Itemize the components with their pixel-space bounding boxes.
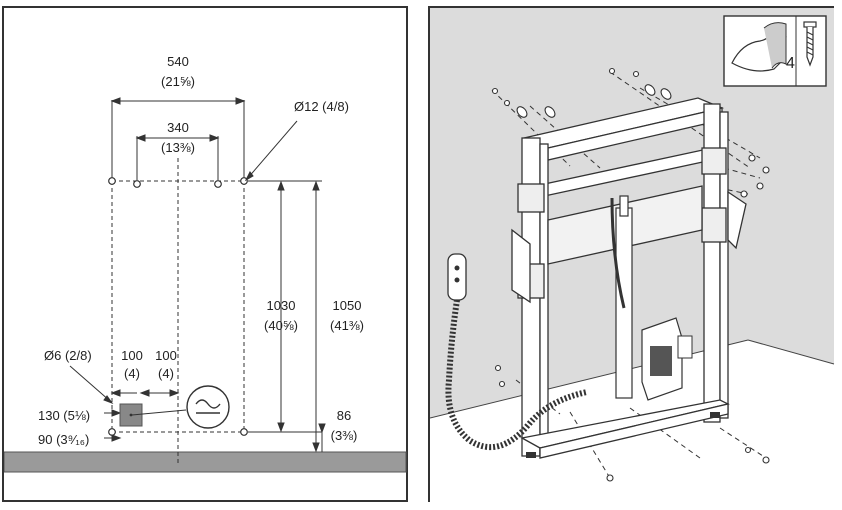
floor (4, 451, 407, 473)
dimension-drawing-panel: 540 (21⅝) 340 (13⅜) Ø12 (4/8) 1030 (40⅝)… (2, 6, 408, 502)
frame-feet (526, 412, 720, 458)
hole-diameter-label: Ø12 (4/8) (294, 99, 349, 114)
dim-86-inches: (3⅜) (331, 428, 358, 443)
dimension-drawing: 540 (21⅝) 340 (13⅜) Ø12 (4/8) 1030 (40⅝)… (4, 54, 407, 473)
dim-1050-inches: (41⅜) (330, 318, 364, 333)
glue-hand-icon (731, 22, 787, 72)
dim-340: 340 (167, 120, 189, 135)
assembly-illustration: 4 (430, 8, 835, 502)
small-hole-label: Ø6 (2/8) (44, 348, 92, 363)
dim-100-a: 100 (121, 348, 143, 363)
control-box (641, 317, 693, 401)
hand-controller (445, 253, 588, 451)
dim-1050: 1050 (333, 298, 362, 313)
dim-90: 90 (3⁹⁄₁₆) (38, 432, 89, 447)
dim-340-inches: (13⅜) (161, 140, 195, 155)
dim-86: 86 (337, 408, 351, 423)
dim-540-inches: (21⅝) (161, 74, 195, 89)
screw-icon (803, 21, 817, 67)
dim-540: 540 (167, 54, 189, 69)
dim-130: 130 (5⅛) (38, 408, 90, 423)
actuator (610, 195, 633, 399)
dim-100-a-inches: (4) (124, 366, 140, 381)
assembly-illustration-panel: 4 (428, 6, 835, 502)
dim-100-b: 100 (155, 348, 177, 363)
dim-1030: 1030 (267, 298, 296, 313)
dim-1030-inches: (40⅝) (264, 318, 298, 333)
screw-count: 4 (786, 55, 795, 72)
mounting-frame (511, 97, 747, 459)
inset-box: 4 (723, 15, 827, 87)
dim-100-b-inches: (4) (158, 366, 174, 381)
power-outlet-icon (186, 385, 230, 429)
screws (491, 67, 770, 482)
